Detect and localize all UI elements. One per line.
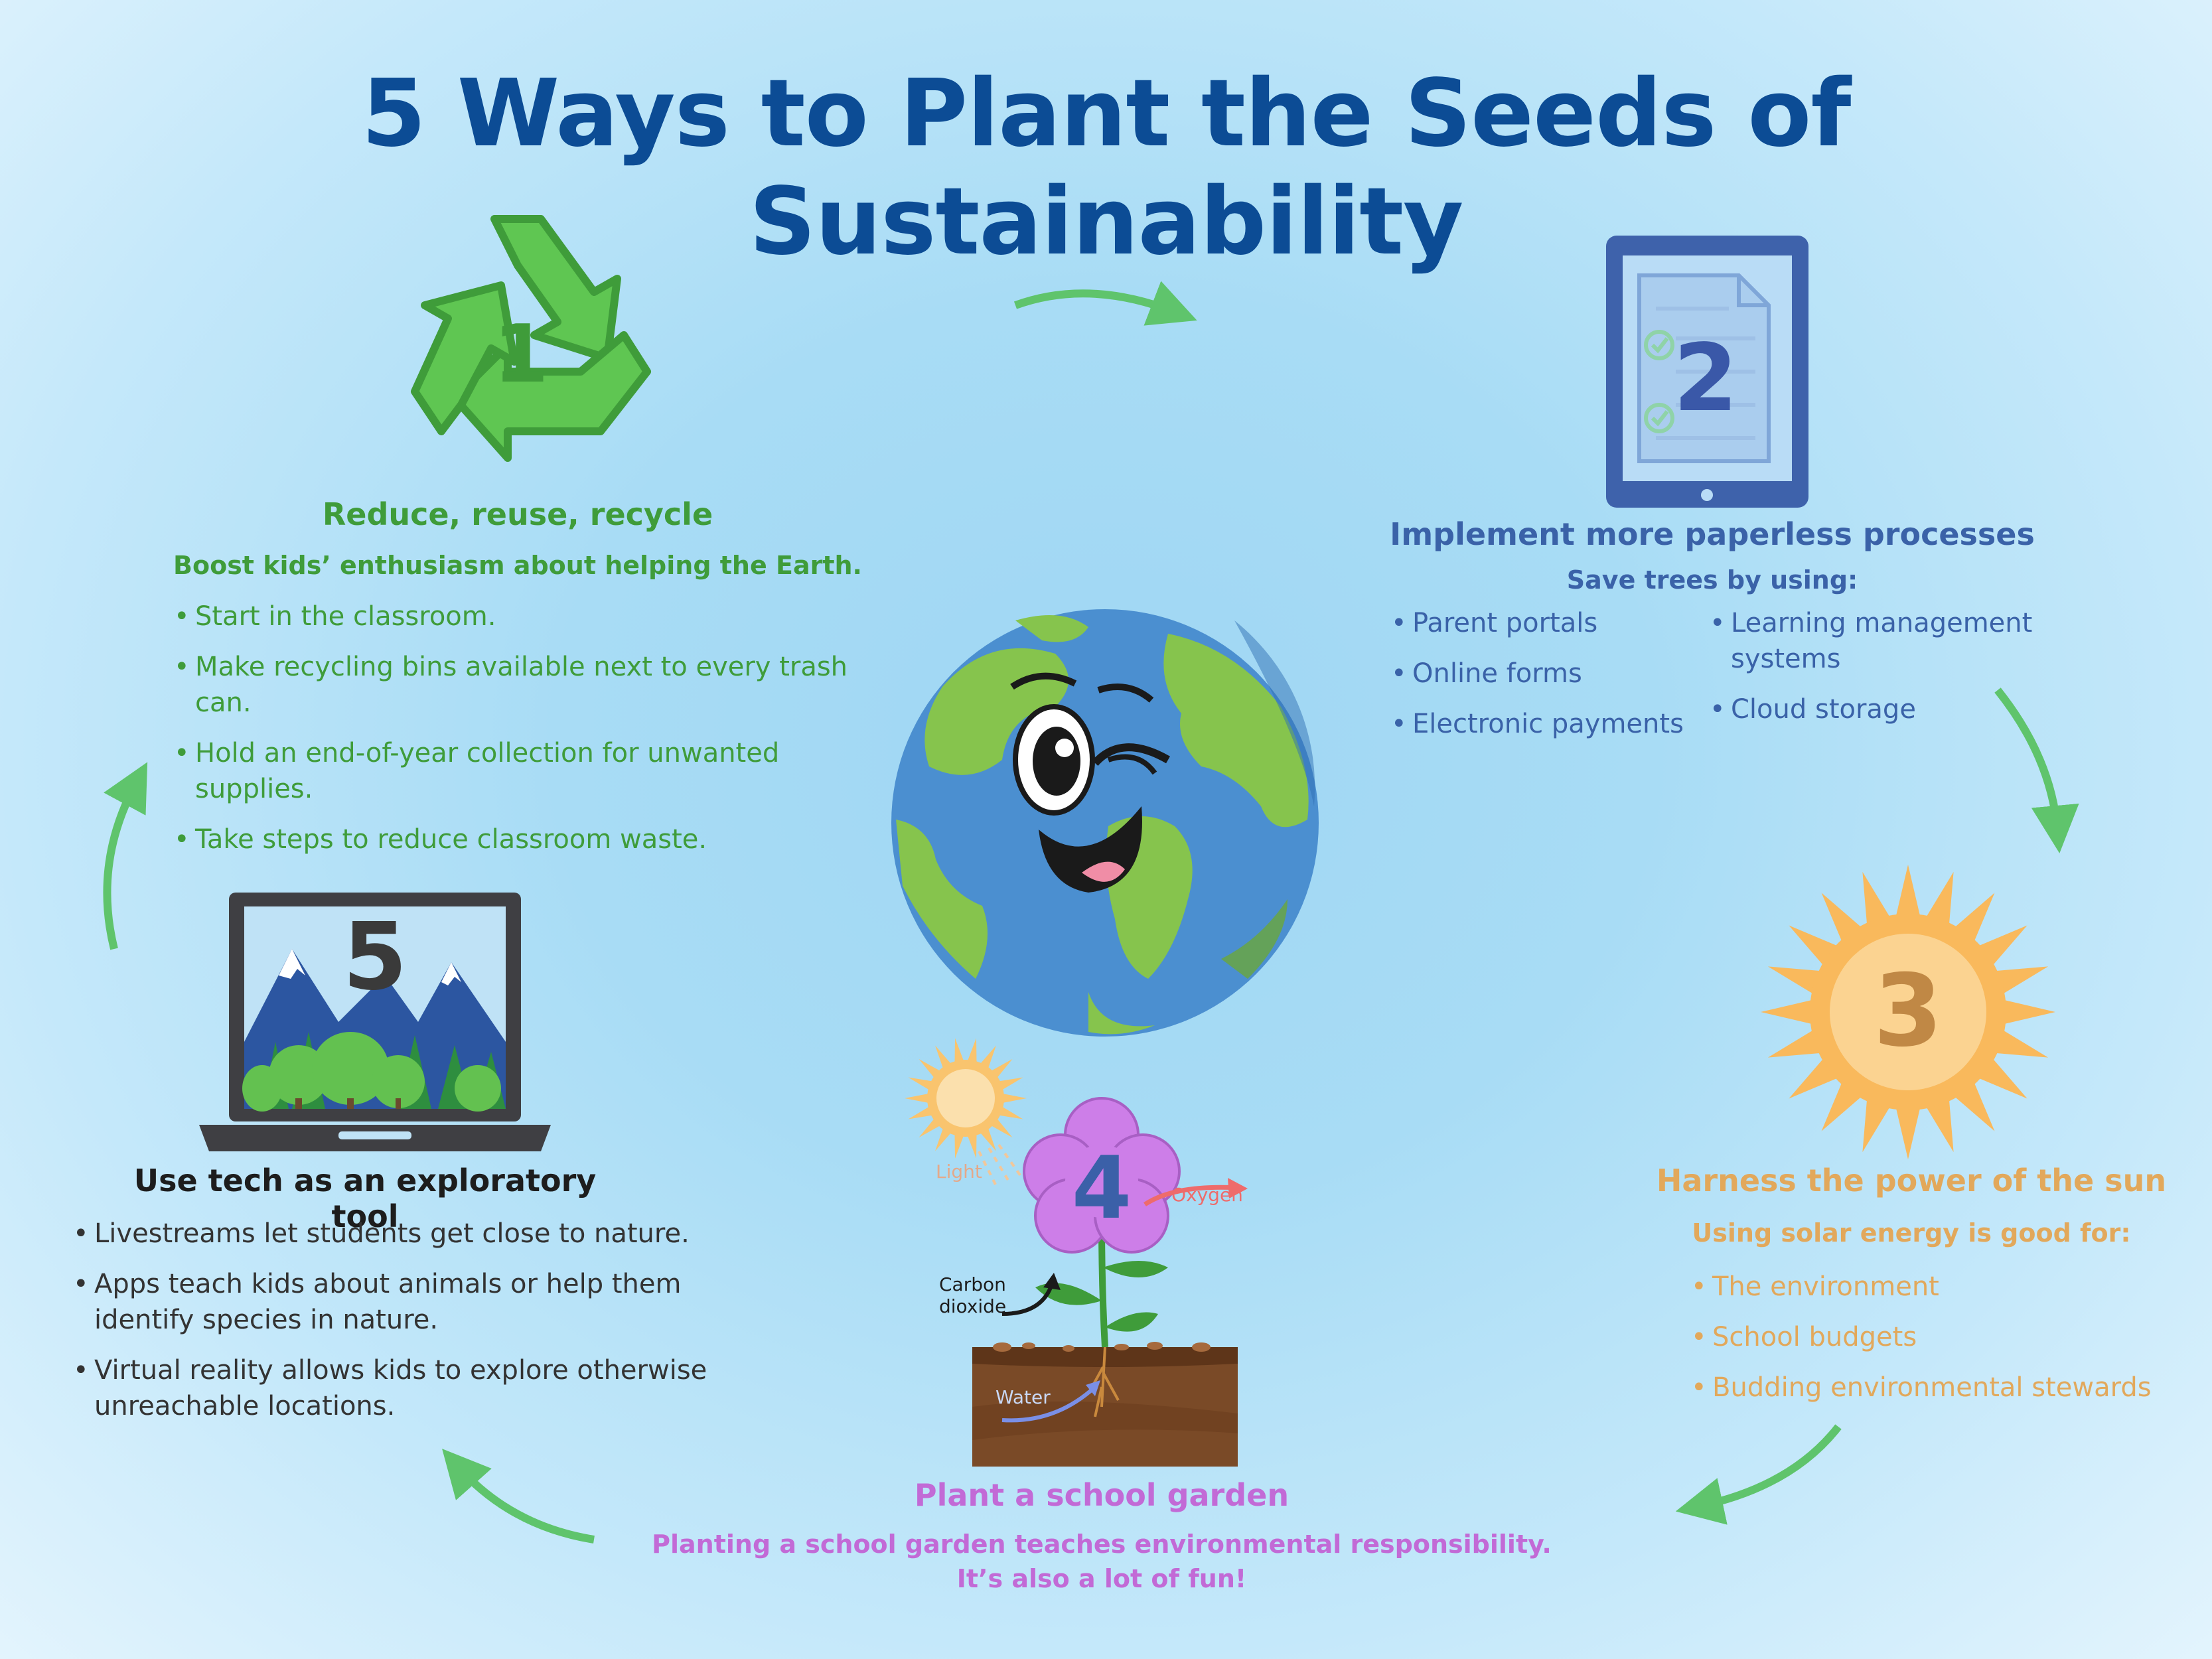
light-label: Light <box>936 1161 982 1183</box>
arrow-4-to-5 <box>442 1449 595 1544</box>
earth-icon <box>891 609 1319 1037</box>
recycle-heading: Reduce, reuse, recycle <box>322 496 713 532</box>
list-item: Virtual reality allows kids to explore o… <box>73 1352 737 1424</box>
list-item: Parent portals <box>1391 605 1710 641</box>
list-item: Make recycling bins available next to ev… <box>174 649 904 721</box>
water-label: Water <box>995 1386 1051 1408</box>
tech-list: Livestreams let students get close to na… <box>73 1216 737 1439</box>
paperless-subheading: Save trees by using: <box>1566 565 1858 595</box>
page-title: 5 Ways to Plant the Seeds of Sustainabil… <box>361 60 1852 276</box>
arrow-1-to-2 <box>1013 281 1197 326</box>
list-item: Start in the classroom. <box>174 599 904 634</box>
list-item: Hold an end-of-year collection for unwan… <box>174 735 904 807</box>
list-item: Learning management systems <box>1710 605 2055 677</box>
list-item: School budgets <box>1691 1319 2195 1355</box>
carbon-label-line1: Carbon <box>939 1273 1006 1295</box>
flower-icon: Light 4 Oxygen Carbon dioxide Water <box>905 1038 1248 1467</box>
arrow-3-to-4 <box>1675 1424 1842 1525</box>
garden-text-line1: Planting a school garden teaches environ… <box>652 1530 1552 1559</box>
solar-heading: Harness the power of the sun <box>1656 1163 2167 1198</box>
paperless-list-col1: Parent portals Online forms Electronic p… <box>1391 605 1710 757</box>
paperless-heading: Implement more paperless processes <box>1390 516 2035 552</box>
recycle-number: 1 <box>493 309 549 401</box>
list-item: Take steps to reduce classroom waste. <box>174 822 904 857</box>
recycle-list: Start in the classroom. Make recycling b… <box>174 599 904 872</box>
list-item: Electronic payments <box>1391 706 1710 742</box>
tablet-icon: 2 <box>1606 236 1808 508</box>
tablet-number: 2 <box>1673 325 1737 433</box>
list-item: The environment <box>1691 1269 2195 1305</box>
recycle-icon: 1 <box>411 215 651 462</box>
flower-number: 4 <box>1072 1137 1132 1238</box>
list-item: Cloud storage <box>1710 691 2055 727</box>
small-sun-icon <box>905 1038 1027 1159</box>
paperless-list-col2: Learning management systems Cloud storag… <box>1710 605 2055 742</box>
laptop-icon: 5 <box>199 893 551 1151</box>
list-item: Livestreams let students get close to na… <box>73 1216 737 1252</box>
sun-icon: 3 <box>1761 865 2055 1159</box>
solar-list: The environment School budgets Budding e… <box>1691 1269 2195 1420</box>
list-item: Apps teach kids about animals or help th… <box>73 1266 737 1338</box>
laptop-number: 5 <box>342 903 407 1011</box>
garden-heading: Plant a school garden <box>914 1477 1290 1513</box>
solar-subheading: Using solar energy is good for: <box>1692 1218 2131 1248</box>
arrow-5-to-1 <box>103 762 148 950</box>
sun-number: 3 <box>1874 954 1943 1069</box>
carbon-label-line2: dioxide <box>939 1295 1006 1317</box>
list-item: Online forms <box>1391 656 1710 691</box>
garden-text-line2: It’s also a lot of fun! <box>956 1564 1247 1593</box>
recycle-subheading: Boost kids’ enthusiasm about helping the… <box>173 551 862 580</box>
list-item: Budding environmental stewards <box>1691 1370 2195 1406</box>
oxygen-label: Oxygen <box>1171 1184 1243 1206</box>
